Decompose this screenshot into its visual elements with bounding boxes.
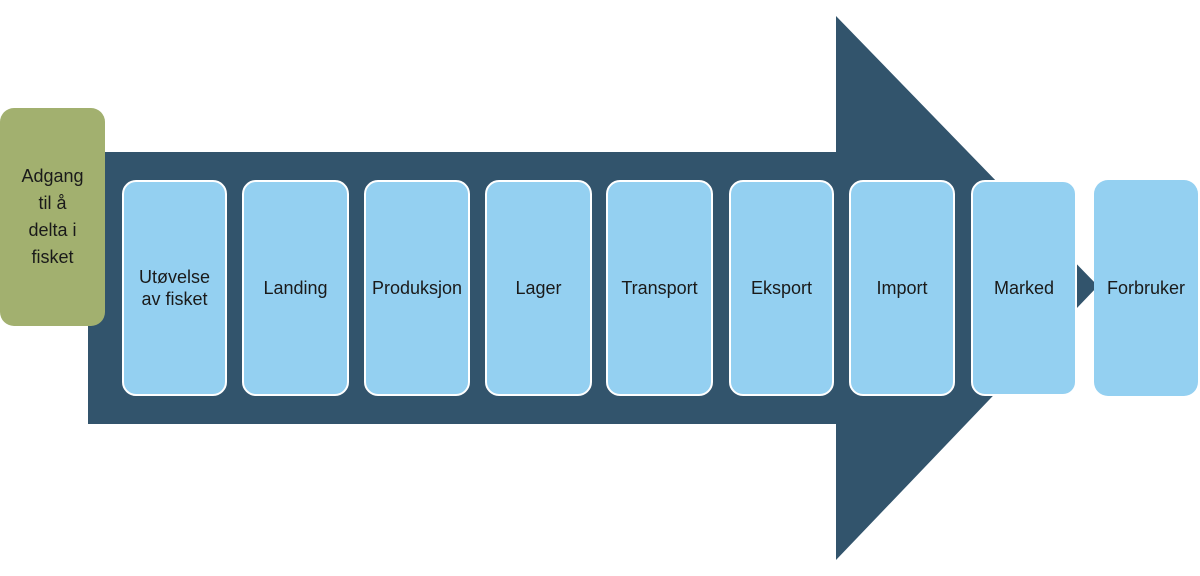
stage-label: Eksport xyxy=(750,278,813,298)
stage-marked: Marked xyxy=(971,180,1077,396)
stage-label: Forbruker xyxy=(1106,278,1186,298)
start-box-access: Adgang til å delta i fisket xyxy=(0,108,105,326)
stage-label: Transport xyxy=(621,278,698,298)
stage-transport: Transport xyxy=(606,180,713,396)
stage-import: Import xyxy=(849,180,955,396)
stage-lager: Lager xyxy=(485,180,592,396)
stage-label: Lager xyxy=(515,278,562,298)
stage-label: Landing xyxy=(263,278,328,298)
stage-landing: Landing xyxy=(242,180,349,396)
stage-label: Utøvelse av fisket xyxy=(138,267,210,309)
stage-label: Import xyxy=(876,278,928,298)
stage-utovelse: Utøvelse av fisket xyxy=(122,180,227,396)
start-box-label: Adgang til å delta i fisket xyxy=(21,166,84,267)
stage-forbruker: Forbruker xyxy=(1094,180,1198,396)
arrow-shape xyxy=(88,16,1098,560)
stage-produksjon: Produksjon xyxy=(364,180,470,396)
stage-eksport: Eksport xyxy=(729,180,834,396)
stage-label: Produksjon xyxy=(371,278,463,298)
stage-label: Marked xyxy=(993,278,1055,298)
